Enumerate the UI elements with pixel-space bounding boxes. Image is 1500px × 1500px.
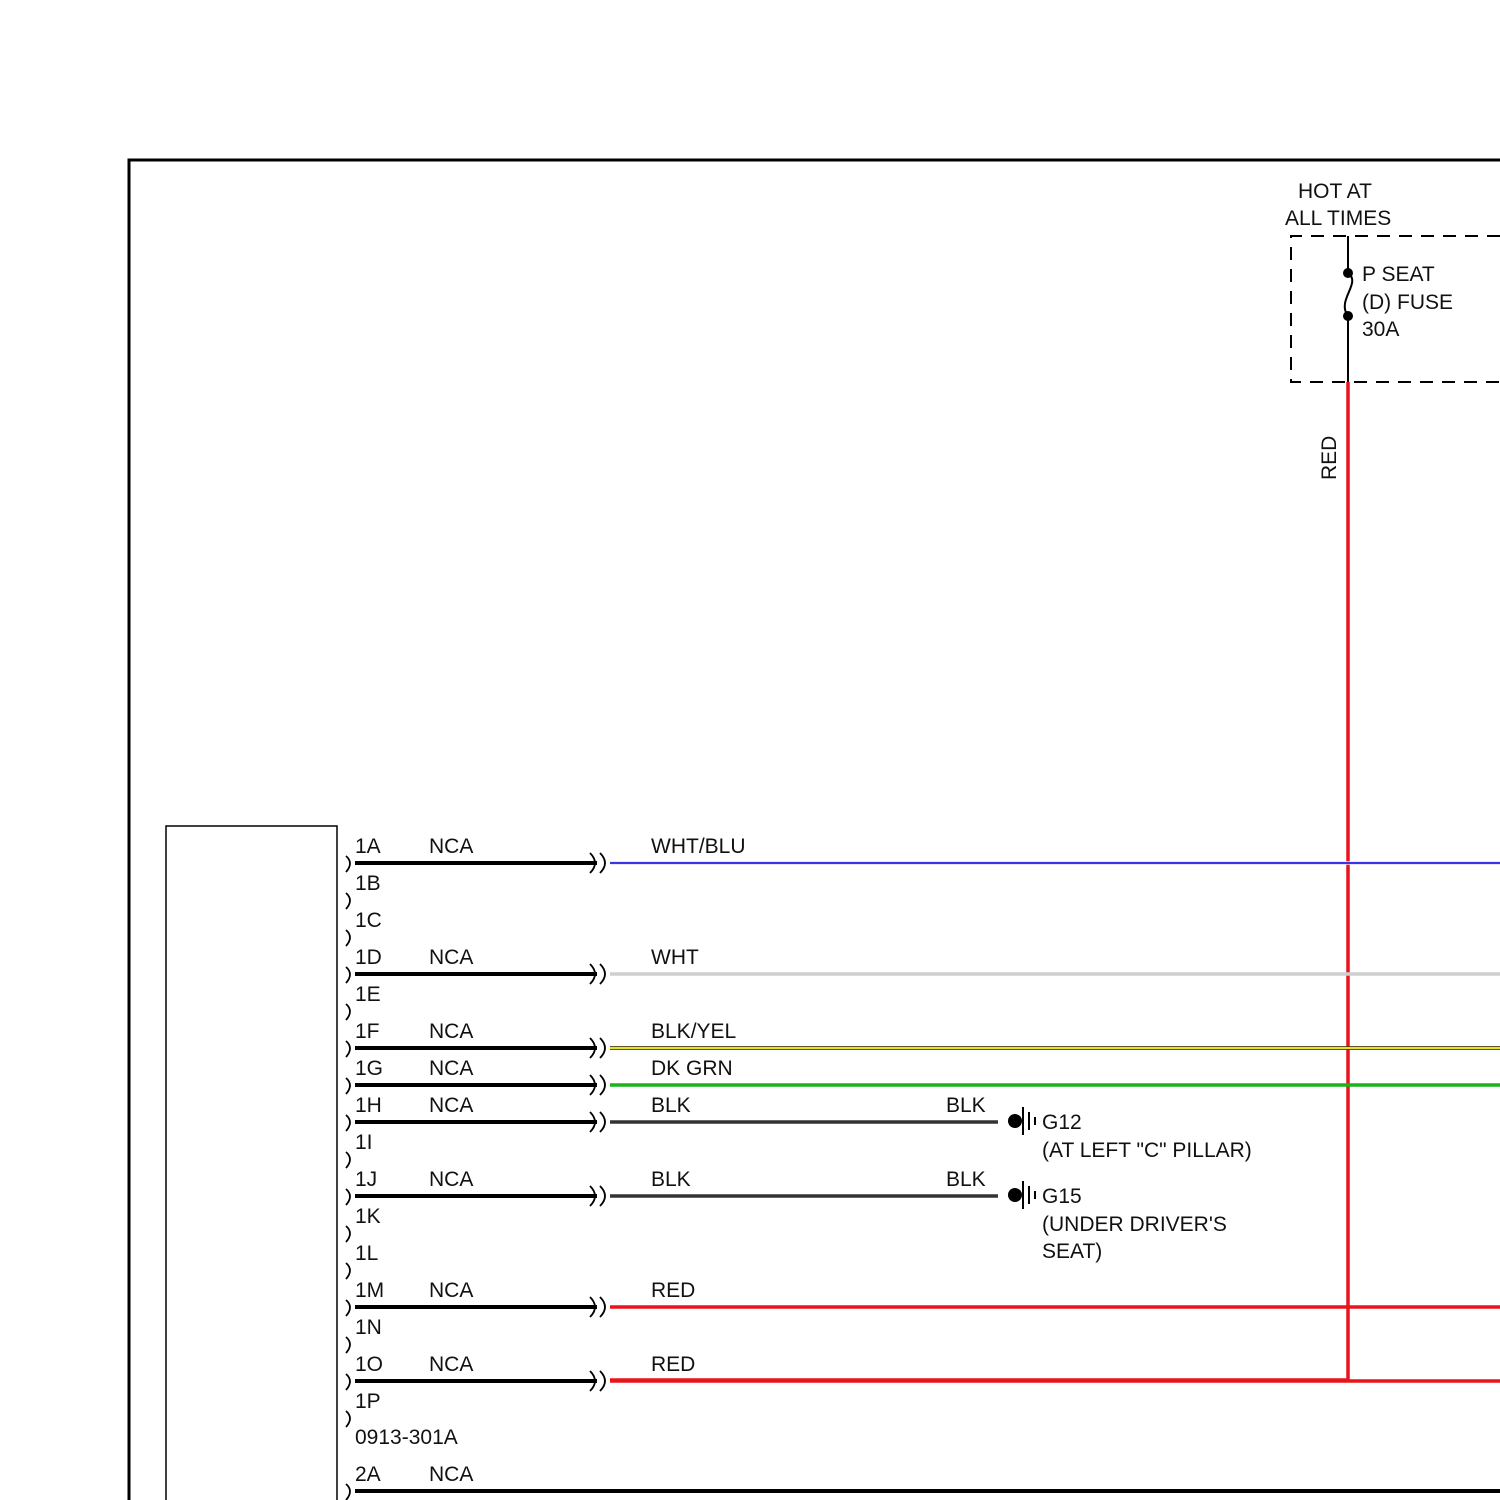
pin-1o-nca: NCA — [429, 1353, 473, 1376]
pin-1o-label: 1O — [355, 1353, 383, 1376]
pin-1o-connector-arc — [346, 1374, 350, 1390]
pin-1h-wire-end-color: BLK — [946, 1094, 986, 1117]
pin-1g: 1G NCA DK GRN — [346, 1057, 733, 1095]
pin-1j: 1J NCA BLK BLK — [346, 1168, 986, 1206]
pin-1k-connector-arc — [346, 1226, 350, 1242]
pin-1c: 1C — [346, 909, 382, 946]
pin-1b-label: 1B — [355, 872, 381, 895]
pin-1a-label: 1A — [355, 835, 381, 858]
pin-1k-label: 1K — [355, 1205, 381, 1228]
pin-1i-label: 1I — [355, 1131, 373, 1154]
ground-g12 — [1008, 1107, 1035, 1135]
pin-1p-connector-arc — [346, 1411, 350, 1427]
pin-1p-label: 1P — [355, 1390, 381, 1413]
pin-1b: 1B — [346, 872, 381, 909]
pin-1f: 1F NCA BLK/YEL — [346, 1020, 736, 1058]
pin-2a-nca: NCA — [429, 1463, 473, 1486]
pin-1g-connector-arc — [346, 1078, 350, 1094]
pin-1e: 1E — [346, 983, 381, 1020]
pin-1m: 1M NCA RED — [346, 1279, 695, 1317]
pin-1h-nca: NCA — [429, 1094, 473, 1117]
pin-1m-label: 1M — [355, 1279, 384, 1302]
ground-g12-dot-icon — [1008, 1114, 1022, 1128]
pin-1d-label: 1D — [355, 946, 382, 969]
pin-1n: 1N — [346, 1316, 382, 1353]
pin-1l: 1L — [346, 1242, 378, 1279]
pin-1b-connector-arc — [346, 893, 350, 909]
pin-1a-nca: NCA — [429, 835, 473, 858]
pin-1k: 1K — [346, 1205, 381, 1242]
ground-g15-id: G15 — [1042, 1185, 1082, 1208]
pin-1o-wire-color: RED — [651, 1353, 695, 1376]
pin-1j-connector-arc — [346, 1189, 350, 1205]
pin-1f-label: 1F — [355, 1020, 380, 1043]
pin-1h: 1H NCA BLK BLK — [346, 1094, 986, 1132]
all-times-label: ALL TIMES — [1285, 207, 1391, 230]
hot-at-label: HOT AT — [1298, 180, 1372, 203]
pin-1i-connector-arc — [346, 1152, 350, 1168]
pin-1n-label: 1N — [355, 1316, 382, 1339]
pin-1g-label: 1G — [355, 1057, 383, 1080]
pin-1h-wire-color: BLK — [651, 1094, 691, 1117]
connector-part-number: 0913-301A — [355, 1426, 458, 1449]
pin-1l-connector-arc — [346, 1263, 350, 1279]
pin-1o: 1O NCA RED — [346, 1353, 695, 1391]
red-feed-wire — [610, 382, 1348, 1380]
pin-1j-nca: NCA — [429, 1168, 473, 1191]
connector-pins: 1A NCA WHT/BLU 1B 1C 1D NCA WHT 1E 1F NCA BLK/YEL 1G… — [346, 835, 986, 1427]
feed-wire-color-label: RED — [1318, 436, 1341, 480]
pin-1f-wire-color: BLK/YEL — [651, 1020, 736, 1043]
ground-g15-location-2: SEAT) — [1042, 1240, 1102, 1263]
pin-1g-wire-color: DK GRN — [651, 1057, 733, 1080]
pin-1d: 1D NCA WHT — [346, 946, 699, 984]
fuse-rating-label: 30A — [1362, 318, 1399, 341]
pin-1a-wire-color: WHT/BLU — [651, 835, 746, 858]
pin-1d-nca: NCA — [429, 946, 473, 969]
component-box — [166, 826, 337, 1500]
pin-1d-connector-arc — [346, 967, 350, 983]
pin-1m-nca: NCA — [429, 1279, 473, 1302]
pin-1m-connector-arc — [346, 1300, 350, 1316]
pin-1n-connector-arc — [346, 1337, 350, 1353]
ground-g15-location-1: (UNDER DRIVER'S — [1042, 1213, 1227, 1236]
pin-2a-label: 2A — [355, 1463, 381, 1486]
diagram-frame — [129, 160, 1500, 1500]
pin-1c-connector-arc — [346, 930, 350, 946]
ground-g15 — [1008, 1181, 1035, 1209]
pin-1d-wire-color: WHT — [651, 946, 699, 969]
pin-1a: 1A NCA WHT/BLU — [346, 835, 746, 873]
pin-1l-label: 1L — [355, 1242, 378, 1265]
pin-1e-connector-arc — [346, 1004, 350, 1020]
pin-1f-connector-arc — [346, 1041, 350, 1057]
fuse-name-label: P SEAT — [1362, 263, 1435, 286]
pin-1m-wire-color: RED — [651, 1279, 695, 1302]
pin-1f-nca: NCA — [429, 1020, 473, 1043]
ground-g12-location: (AT LEFT "C" PILLAR) — [1042, 1139, 1252, 1162]
pin-1j-wire-color: BLK — [651, 1168, 691, 1191]
pin-1a-connector-arc — [346, 856, 350, 872]
ground-g15-dot-icon — [1008, 1188, 1022, 1202]
pin-1p: 1P — [346, 1390, 381, 1427]
pin-2a-connector-arc — [346, 1484, 350, 1500]
fuse-symbol — [1343, 236, 1353, 382]
pin-1j-label: 1J — [355, 1168, 377, 1191]
ground-g12-id: G12 — [1042, 1111, 1082, 1134]
pin-1h-label: 1H — [355, 1094, 382, 1117]
fuse-desc-label: (D) FUSE — [1362, 291, 1453, 314]
pin-1j-wire-end-color: BLK — [946, 1168, 986, 1191]
pin-1i: 1I — [346, 1131, 373, 1168]
pin-1c-label: 1C — [355, 909, 382, 932]
pin-1e-label: 1E — [355, 983, 381, 1006]
pin-1g-nca: NCA — [429, 1057, 473, 1080]
pin-1h-connector-arc — [346, 1115, 350, 1131]
